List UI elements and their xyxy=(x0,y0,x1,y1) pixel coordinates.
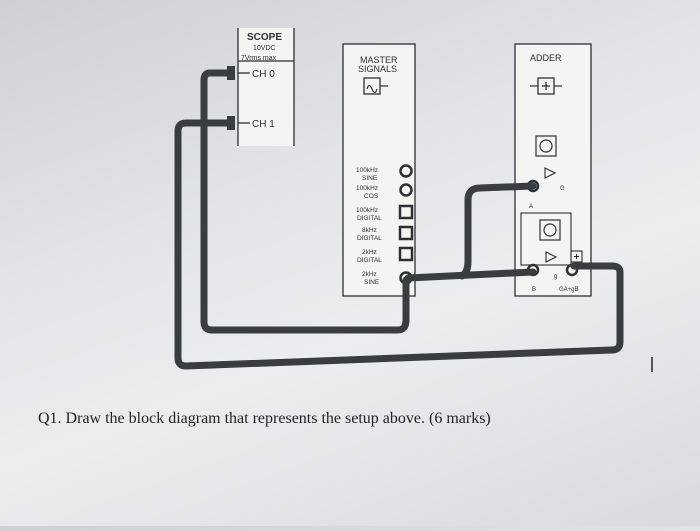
output-label-2a: 100kHz xyxy=(356,185,378,192)
output-label-2b: COS xyxy=(364,193,379,200)
patch-leads xyxy=(174,66,624,370)
master-title-2: SIGNALS xyxy=(358,64,397,74)
output-socket-4[interactable] xyxy=(398,225,414,241)
output-socket-2[interactable] xyxy=(399,183,413,197)
pen-mark xyxy=(651,357,653,372)
master-title-1: MASTER xyxy=(360,55,398,65)
output-label-3a: 100kHz xyxy=(356,207,378,214)
output-label-5b: DIGITAL xyxy=(357,257,382,264)
output-sum-label: GA+gB xyxy=(559,287,579,293)
scope-ch0-label: CH 0 xyxy=(252,69,275,80)
output-sum-icon xyxy=(570,250,583,263)
output-label-1b: SINE xyxy=(362,175,378,182)
gain-g-knob[interactable] xyxy=(535,135,557,157)
wire-sine-to-adder-b[interactable] xyxy=(404,268,537,282)
output-socket-3[interactable] xyxy=(398,204,414,220)
wire-sine-to-adder-a[interactable] xyxy=(458,182,537,280)
master-signals-module: MASTER SIGNALS 100kHz SINE 100kHz COS 10… xyxy=(342,43,416,297)
output-label-4b: DIGITAL xyxy=(357,235,382,242)
input-b-label: B xyxy=(532,287,536,293)
amp-b-icon xyxy=(545,251,558,263)
output-label-1a: 100kHz xyxy=(356,167,378,174)
scope-module: SCOPE 10VDC 7Vrms max CH 0 CH 1 xyxy=(237,28,295,146)
wire-ch1-to-adder-out[interactable] xyxy=(174,119,624,370)
output-label-3b: DIGITAL xyxy=(357,215,382,222)
sum-symbol-icon xyxy=(530,77,562,95)
output-label-5a: 2kHz xyxy=(362,249,377,256)
amp-a-icon xyxy=(544,167,557,179)
gain-g2-knob[interactable] xyxy=(539,219,561,241)
output-label-6b: SINE xyxy=(364,279,380,286)
signal-generator-icon xyxy=(363,77,388,95)
wire-ch0-to-sine[interactable] xyxy=(200,69,410,334)
scope-title: SCOPE xyxy=(247,32,282,43)
question-text: Q1. Draw the block diagram that represen… xyxy=(38,410,491,427)
scope-rating-2: 7Vrms max xyxy=(241,55,277,62)
gain-g2-label: g xyxy=(554,274,557,280)
output-label-4a: 8kHz xyxy=(362,227,377,234)
adder-title: ADDER xyxy=(530,53,562,63)
output-label-6a: 2kHz xyxy=(362,271,377,278)
gain-g-label: G xyxy=(560,186,565,192)
adder-module: ADDER G A g B GA+gB xyxy=(514,43,592,297)
scope-ch1-label: CH 1 xyxy=(252,119,275,130)
output-socket-5[interactable] xyxy=(398,246,414,262)
input-a-label: A xyxy=(529,204,533,210)
scope-rating-1: 10VDC xyxy=(253,45,276,52)
output-socket-1[interactable] xyxy=(399,164,413,178)
